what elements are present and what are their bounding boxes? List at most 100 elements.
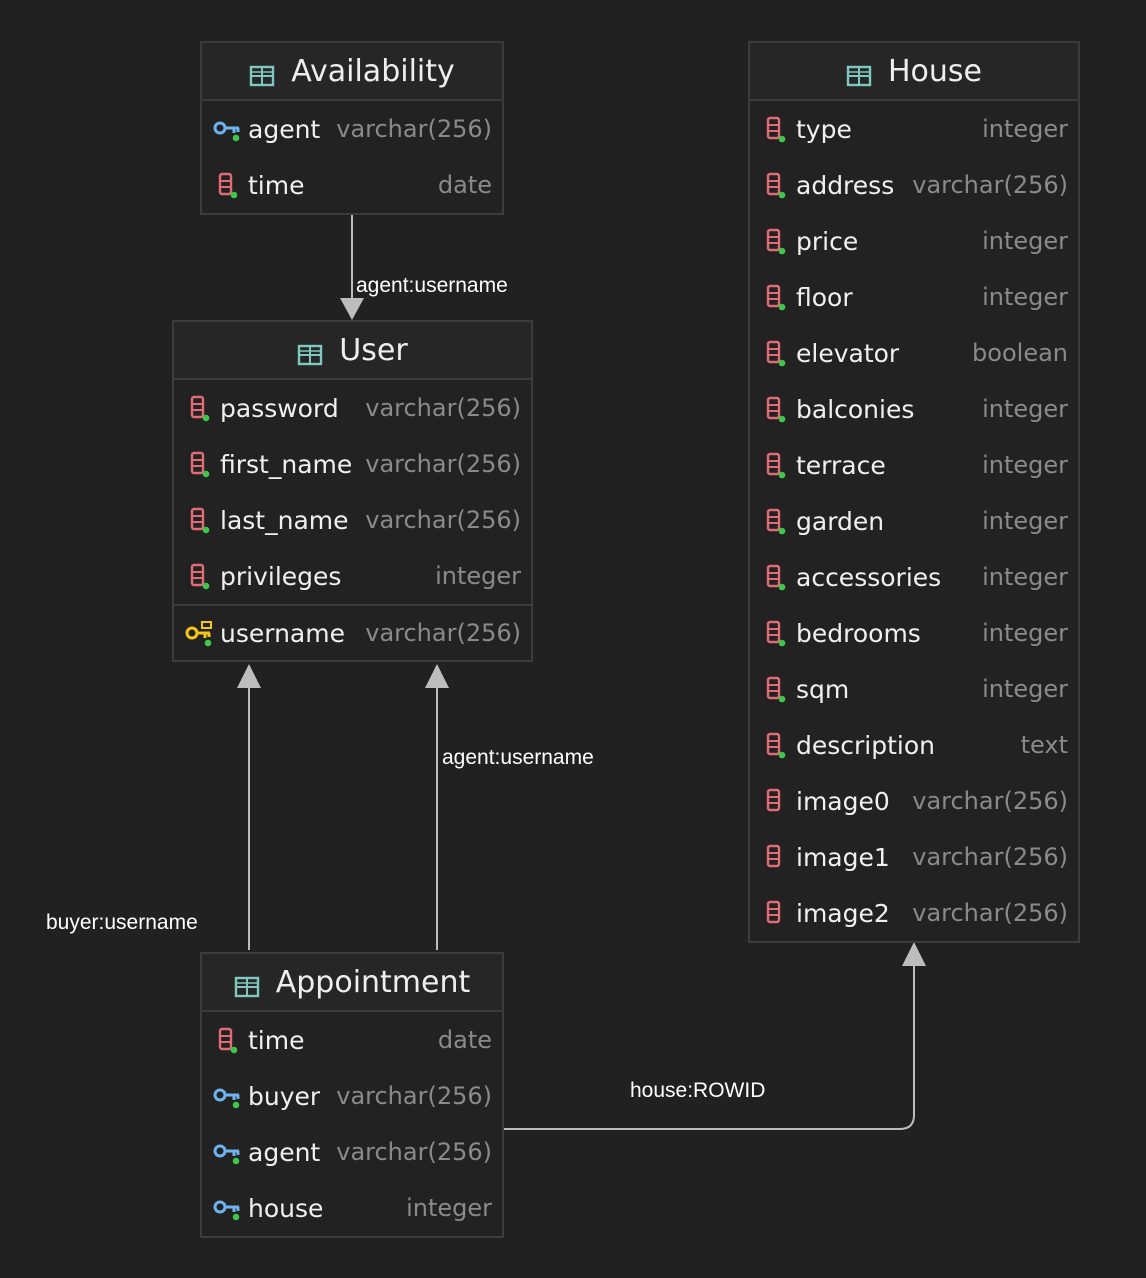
table-header[interactable]: Appointment: [202, 954, 502, 1012]
field-name: time: [248, 170, 305, 200]
table-title: House: [887, 53, 982, 89]
edge-label-availability-user: agent:username: [356, 274, 508, 297]
foreign-key-icon: [212, 1193, 242, 1223]
field-row-image0[interactable]: image0 varchar(256): [750, 773, 1078, 829]
arrowhead-buyer-user: [237, 664, 261, 688]
edge-label-appointment-house: house:ROWID: [630, 1079, 766, 1102]
field-type: integer: [982, 563, 1068, 591]
field-type: varchar(256): [912, 171, 1068, 199]
table-header[interactable]: House: [750, 43, 1078, 101]
field-name: type: [796, 114, 852, 144]
column-icon: [760, 562, 790, 592]
field-type: integer: [982, 115, 1068, 143]
field-row-time[interactable]: time date: [202, 1012, 502, 1068]
field-row-privileges[interactable]: privileges integer: [174, 548, 531, 604]
column-icon: [212, 170, 242, 200]
field-type: date: [437, 1026, 492, 1054]
field-name: sqm: [796, 674, 850, 704]
column-icon: [184, 505, 214, 535]
field-name: floor: [796, 282, 853, 312]
column-icon: [760, 394, 790, 424]
primary-key-icon: [184, 618, 214, 648]
foreign-key-icon: [212, 1137, 242, 1167]
field-type: integer: [406, 1194, 492, 1222]
field-name: price: [796, 226, 859, 256]
field-name: username: [220, 618, 345, 648]
field-name: bedrooms: [796, 618, 921, 648]
field-name: elevator: [796, 338, 900, 368]
field-name: accessories: [796, 562, 942, 592]
field-type: boolean: [972, 339, 1068, 367]
field-row-username[interactable]: username varchar(256): [174, 604, 531, 660]
field-type: varchar(256): [365, 394, 521, 422]
field-name: time: [248, 1025, 305, 1055]
arrowhead-agent-user: [425, 664, 449, 688]
field-name: garden: [796, 506, 885, 536]
field-row-agent[interactable]: agent varchar(256): [202, 1124, 502, 1180]
field-type: integer: [982, 227, 1068, 255]
field-row-accessories[interactable]: accessories integer: [750, 549, 1078, 605]
field-type: varchar(256): [365, 506, 521, 534]
field-name: address: [796, 170, 895, 200]
field-row-elevator[interactable]: elevator boolean: [750, 325, 1078, 381]
column-icon: [760, 674, 790, 704]
field-row-price[interactable]: price integer: [750, 213, 1078, 269]
field-name: agent: [248, 1137, 321, 1167]
field-type: integer: [982, 675, 1068, 703]
table-house[interactable]: House type integer address varchar(256) pr…: [748, 41, 1080, 943]
edge-label-appointment-user-buyer: buyer:username: [46, 911, 198, 934]
column-icon: [760, 338, 790, 368]
field-type: varchar(256): [336, 1138, 492, 1166]
field-type: varchar(256): [365, 619, 521, 647]
field-type: integer: [982, 395, 1068, 423]
field-row-type[interactable]: type integer: [750, 101, 1078, 157]
column-icon: [184, 561, 214, 591]
column-icon: [760, 170, 790, 200]
column-icon: [760, 618, 790, 648]
field-row-sqm[interactable]: sqm integer: [750, 661, 1078, 717]
table-icon: [234, 971, 260, 998]
column-icon: [760, 226, 790, 256]
field-name: privileges: [220, 561, 342, 591]
field-row-address[interactable]: address varchar(256): [750, 157, 1078, 213]
nullable-column-icon: [760, 898, 790, 928]
table-icon: [297, 339, 323, 366]
field-type: integer: [982, 283, 1068, 311]
field-row-balconies[interactable]: balconies integer: [750, 381, 1078, 437]
field-row-floor[interactable]: floor integer: [750, 269, 1078, 325]
field-type: varchar(256): [336, 1082, 492, 1110]
table-header[interactable]: User: [174, 322, 531, 380]
table-title: Availability: [291, 53, 455, 89]
field-name: last_name: [220, 505, 349, 535]
column-icon: [760, 730, 790, 760]
table-header[interactable]: Availability: [202, 43, 502, 101]
field-type: varchar(256): [912, 843, 1068, 871]
field-name: image0: [796, 786, 890, 816]
field-name: description: [796, 730, 936, 760]
foreign-key-icon: [212, 114, 242, 144]
table-icon: [846, 60, 872, 87]
nullable-column-icon: [760, 786, 790, 816]
field-row-last-name[interactable]: last_name varchar(256): [174, 492, 531, 548]
field-type: integer: [435, 562, 521, 590]
field-name: balconies: [796, 394, 915, 424]
field-type: varchar(256): [912, 787, 1068, 815]
column-icon: [184, 449, 214, 479]
field-name: terrace: [796, 450, 886, 480]
